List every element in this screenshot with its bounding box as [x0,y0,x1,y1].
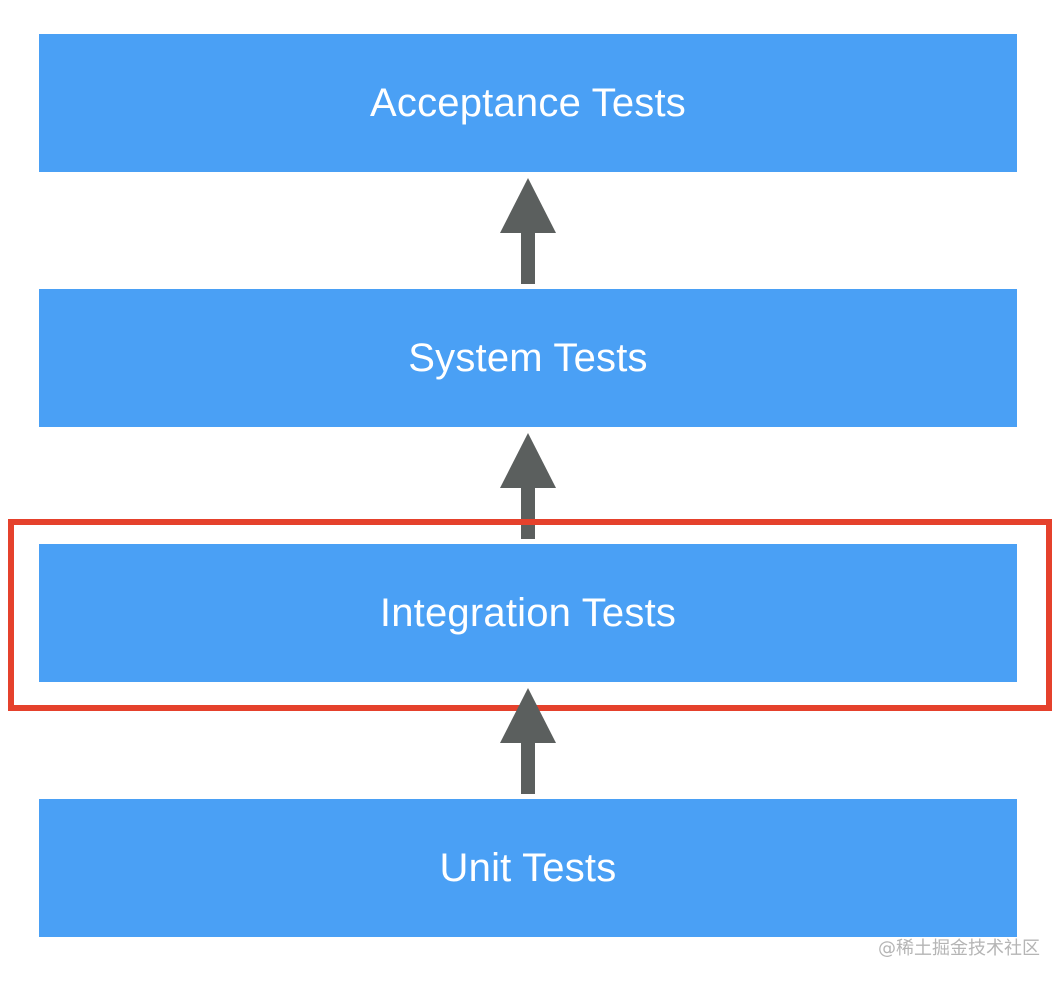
integration-tests-box: Integration Tests [39,544,1017,682]
acceptance-tests-label: Acceptance Tests [370,80,686,125]
arrow-up-icon [500,178,556,284]
unit-tests-box: Unit Tests [39,799,1017,937]
watermark: @稀土掘金技术社区 [878,938,1040,959]
unit-tests-label: Unit Tests [439,845,617,890]
system-tests-label: System Tests [408,335,648,380]
integration-tests-label: Integration Tests [379,590,677,635]
acceptance-tests-box: Acceptance Tests [39,34,1017,172]
system-tests-box: System Tests [39,289,1017,427]
arrow-up-icon [500,433,556,539]
arrow-up-icon [500,688,556,794]
integration-highlight-frame [8,519,1052,711]
